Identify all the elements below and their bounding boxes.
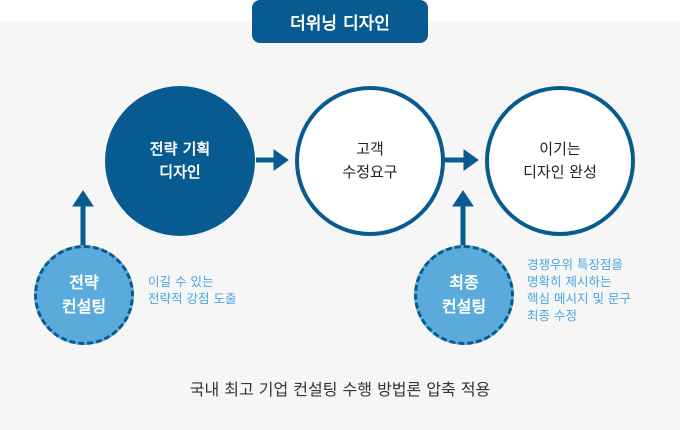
arrow-right-1-head	[273, 149, 289, 171]
strategy-consulting-note: 이길 수 있는 전략적 강점 도출	[148, 274, 237, 306]
arrow-right-2-head	[463, 149, 479, 171]
footer-caption: 국내 최고 기업 컨설팅 수행 방법론 압축 적용	[189, 380, 491, 399]
final-consulting-note: 경쟁우위 특장점을 명확히 제시하는 핵심 메시지 및 문구 최종 수정	[527, 257, 631, 323]
step-strategy-design: 전략 기획 디자인	[105, 86, 255, 236]
arrow-up-2-head	[452, 190, 474, 207]
final-consulting-circle: 최종 컨설팅	[414, 245, 514, 345]
step-winning-design: 이기는 디자인 완성	[485, 86, 635, 236]
strategy-consulting-circle: 전략 컨설팅	[34, 245, 134, 345]
title-badge: 더위닝 디자인	[252, 0, 428, 43]
arrow-up-1-head	[72, 190, 94, 207]
step-customer-revision: 고객 수정요구	[295, 86, 445, 236]
